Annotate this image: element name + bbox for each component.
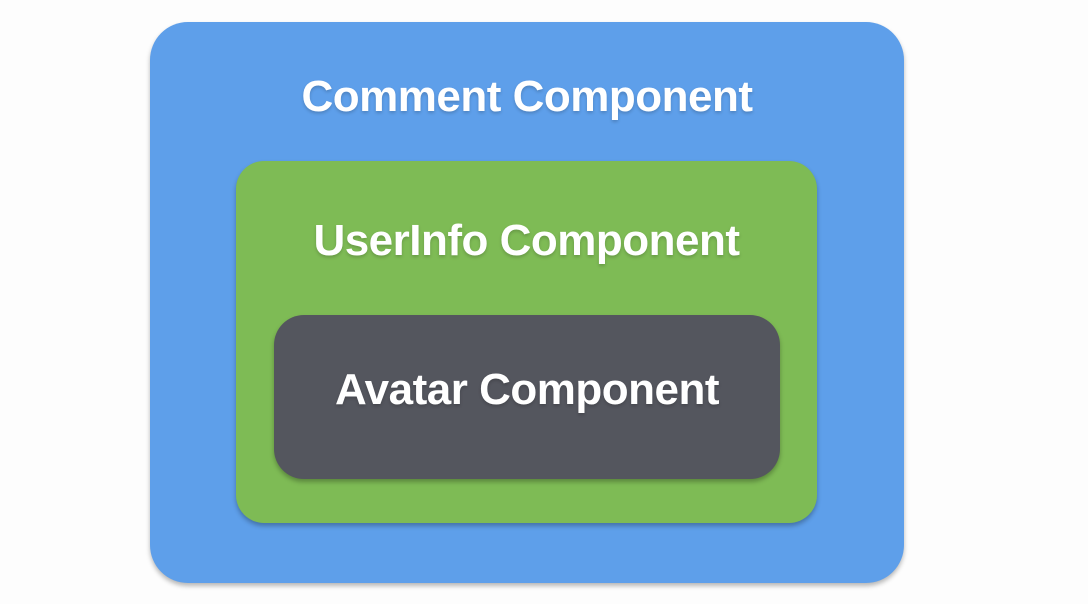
comment-component-label: Comment Component bbox=[301, 72, 753, 121]
avatar-component-box: Avatar Component bbox=[274, 315, 780, 479]
avatar-component-label: Avatar Component bbox=[335, 365, 719, 414]
comment-component-box: Comment Component UserInfo Component Ava… bbox=[150, 22, 904, 583]
userinfo-component-box: UserInfo Component Avatar Component bbox=[236, 161, 817, 523]
userinfo-component-label: UserInfo Component bbox=[313, 216, 740, 265]
